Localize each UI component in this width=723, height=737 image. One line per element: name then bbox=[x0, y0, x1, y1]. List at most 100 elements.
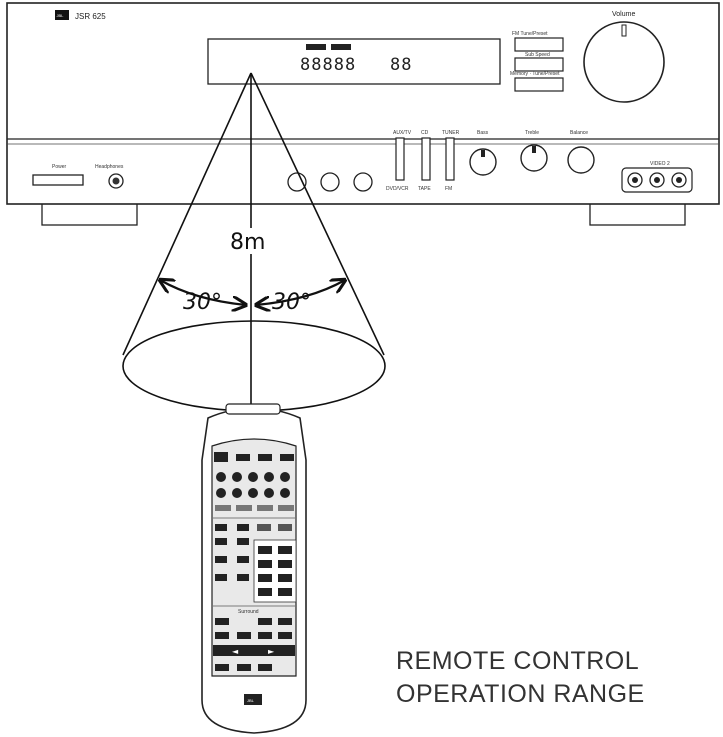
brand-badge bbox=[55, 10, 69, 20]
input-sublabel-1: DVD/VCR bbox=[386, 186, 409, 192]
receiver-foot-left bbox=[41, 202, 138, 226]
volume-label: Volume bbox=[612, 11, 635, 18]
remote-button[interactable] bbox=[215, 538, 227, 545]
remote-button[interactable] bbox=[258, 618, 272, 625]
power-button[interactable] bbox=[32, 174, 84, 186]
remote-button[interactable] bbox=[278, 574, 292, 582]
input-button-aux[interactable] bbox=[395, 137, 405, 181]
display-badge-1 bbox=[306, 44, 326, 50]
volume-knob-indicator bbox=[621, 24, 627, 37]
input-label-1: AUX/TV bbox=[393, 130, 412, 136]
remote-button[interactable] bbox=[258, 454, 272, 461]
cone-edge-right bbox=[250, 72, 385, 356]
display-small-digits: 88 bbox=[390, 55, 412, 75]
power-label: Power bbox=[52, 164, 67, 170]
remote-button[interactable] bbox=[278, 546, 292, 554]
remote-button[interactable] bbox=[237, 632, 251, 639]
jack-label: VIDEO 2 bbox=[650, 161, 670, 167]
remote-button[interactable] bbox=[236, 454, 250, 461]
remote-button[interactable] bbox=[258, 632, 272, 639]
svg-text:►: ► bbox=[268, 647, 275, 656]
sub-speed-button[interactable] bbox=[514, 57, 564, 72]
remote-button[interactable] bbox=[215, 574, 227, 581]
remote-button[interactable] bbox=[237, 664, 251, 671]
remote-button[interactable] bbox=[258, 588, 272, 596]
input-label-3: TUNER bbox=[442, 130, 460, 136]
angle-arrow-left bbox=[160, 280, 246, 305]
treble-label: Treble bbox=[525, 130, 539, 136]
remote-button[interactable] bbox=[278, 505, 294, 511]
volume-knob[interactable] bbox=[583, 21, 665, 103]
balance-label: Balance bbox=[570, 130, 588, 136]
remote-power-button[interactable] bbox=[214, 452, 228, 462]
remote-button[interactable] bbox=[236, 505, 252, 511]
remote-button[interactable] bbox=[257, 505, 273, 511]
remote-control: Surround ◄ ► JBL bbox=[201, 403, 307, 734]
remote-button[interactable] bbox=[278, 524, 292, 531]
display-digits: 88888 bbox=[300, 55, 356, 75]
model-label: JSR 625 bbox=[75, 12, 106, 21]
remote-button[interactable] bbox=[215, 505, 231, 511]
caption-line-2: OPERATION RANGE bbox=[396, 680, 645, 708]
remote-button[interactable] bbox=[278, 632, 292, 639]
remote-button[interactable] bbox=[215, 556, 227, 563]
button-label-3: Memory · Tune/Preset bbox=[510, 71, 560, 77]
remote-button[interactable] bbox=[258, 546, 272, 554]
memory-button[interactable] bbox=[514, 77, 564, 92]
small-knob-3[interactable] bbox=[353, 172, 373, 192]
remote-round-button[interactable] bbox=[216, 472, 226, 482]
remote-button[interactable] bbox=[258, 664, 272, 671]
brand-badge-text: JBL bbox=[57, 13, 65, 18]
input-sublabel-3: FM bbox=[445, 186, 452, 192]
remote-round-button[interactable] bbox=[248, 472, 258, 482]
remote-round-button[interactable] bbox=[264, 472, 274, 482]
remote-button[interactable] bbox=[215, 524, 227, 531]
remote-button[interactable] bbox=[258, 574, 272, 582]
remote-button[interactable] bbox=[278, 560, 292, 568]
remote-round-button[interactable] bbox=[216, 488, 226, 498]
small-knob-2[interactable] bbox=[320, 172, 340, 192]
angle-label-left: 30° bbox=[183, 290, 222, 315]
button-label-1: FM Tune/Preset bbox=[512, 31, 548, 37]
remote-round-button[interactable] bbox=[280, 472, 290, 482]
small-knob-1[interactable] bbox=[287, 172, 307, 192]
remote-button[interactable] bbox=[215, 632, 229, 639]
button-label-2: Sub Speed bbox=[525, 52, 550, 58]
remote-round-button[interactable] bbox=[232, 488, 242, 498]
remote-button[interactable] bbox=[237, 574, 249, 581]
remote-button[interactable] bbox=[280, 454, 294, 461]
remote-button[interactable] bbox=[215, 618, 229, 625]
remote-button[interactable] bbox=[215, 664, 229, 671]
fm-tune-preset-button[interactable] bbox=[514, 37, 564, 52]
display-window bbox=[207, 38, 501, 85]
input-sublabel-2: TAPE bbox=[418, 186, 431, 192]
bass-knob[interactable] bbox=[469, 148, 497, 176]
balance-knob[interactable] bbox=[567, 146, 595, 174]
remote-button[interactable] bbox=[257, 524, 271, 531]
remote-round-button[interactable] bbox=[264, 488, 274, 498]
remote-button[interactable] bbox=[278, 618, 292, 625]
distance-label: 8m bbox=[230, 230, 265, 255]
input-label-2: CD bbox=[421, 130, 429, 136]
remote-round-button[interactable] bbox=[248, 488, 258, 498]
remote-button[interactable] bbox=[237, 556, 249, 563]
ir-emitter bbox=[225, 403, 281, 415]
angle-label-right: 30° bbox=[272, 290, 311, 315]
treble-knob[interactable] bbox=[520, 144, 548, 172]
remote-round-button[interactable] bbox=[280, 488, 290, 498]
remote-button[interactable] bbox=[237, 524, 249, 531]
remote-logo: JBL bbox=[247, 698, 255, 703]
remote-button[interactable] bbox=[278, 588, 292, 596]
cone-base-ellipse bbox=[122, 320, 386, 412]
remote-section-label: Surround bbox=[238, 609, 259, 615]
remote-volume-bar[interactable] bbox=[213, 645, 295, 656]
bass-label: Bass bbox=[477, 130, 489, 136]
remote-logo-badge bbox=[244, 694, 262, 705]
display-badge-2 bbox=[331, 44, 351, 50]
remote-button[interactable] bbox=[258, 560, 272, 568]
remote-round-button[interactable] bbox=[232, 472, 242, 482]
remote-button[interactable] bbox=[237, 538, 249, 545]
caption-line-1: REMOTE CONTROL bbox=[396, 647, 639, 675]
input-button-cd[interactable] bbox=[421, 137, 431, 181]
input-button-tuner[interactable] bbox=[445, 137, 455, 181]
